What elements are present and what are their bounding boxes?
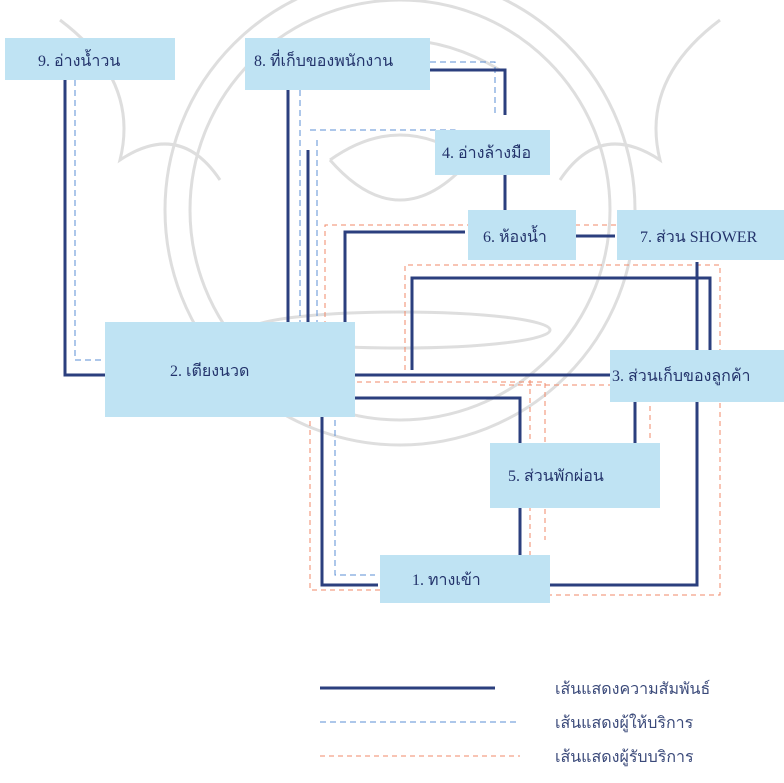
node-6-label: 6. ห้องน้ำ xyxy=(483,225,547,246)
node-2-label: 2. เตียงนวด xyxy=(170,362,249,380)
legend-provider-label: เส้นแสดงผู้ให้บริการ xyxy=(555,713,694,733)
legend-customer: เส้นแสดงผู้รับบริการ xyxy=(320,748,694,767)
node-4: 4. อ่างล้างมือ xyxy=(435,130,550,175)
node-5: 5. ส่วนพักผ่อน xyxy=(490,443,660,508)
node-3: 3. ส่วนเก็บของลูกค้า xyxy=(610,350,784,402)
node-9-label: 9. อ่างน้ำวน xyxy=(38,49,120,70)
legend-provider: เส้นแสดงผู้ให้บริการ xyxy=(320,713,694,733)
node-8-label: 8. ที่เก็บของพนักงาน xyxy=(254,49,393,70)
node-8: 8. ที่เก็บของพนักงาน xyxy=(245,38,430,90)
node-7: 7. ส่วน SHOWER xyxy=(617,210,784,260)
node-5-label: 5. ส่วนพักผ่อน xyxy=(508,468,604,485)
node-1: 1. ทางเข้า xyxy=(380,555,550,603)
node-1-label: 1. ทางเข้า xyxy=(412,571,481,589)
node-7-label: 7. ส่วน SHOWER xyxy=(640,229,758,246)
legend-relation: เส้นแสดงความสัมพันธ์ xyxy=(320,679,710,698)
node-4-label: 4. อ่างล้างมือ xyxy=(442,144,531,162)
legend: เส้นแสดงความสัมพันธ์ เส้นแสดงผู้ให้บริกา… xyxy=(320,679,710,767)
legend-customer-label: เส้นแสดงผู้รับบริการ xyxy=(555,748,694,767)
node-2: 2. เตียงนวด xyxy=(105,322,355,417)
node-9: 9. อ่างน้ำวน xyxy=(5,38,175,80)
legend-relation-label: เส้นแสดงความสัมพันธ์ xyxy=(555,679,710,698)
node-3-label: 3. ส่วนเก็บของลูกค้า xyxy=(612,365,751,386)
customer-lines xyxy=(309,224,721,596)
node-6: 6. ห้องน้ำ xyxy=(468,210,576,260)
